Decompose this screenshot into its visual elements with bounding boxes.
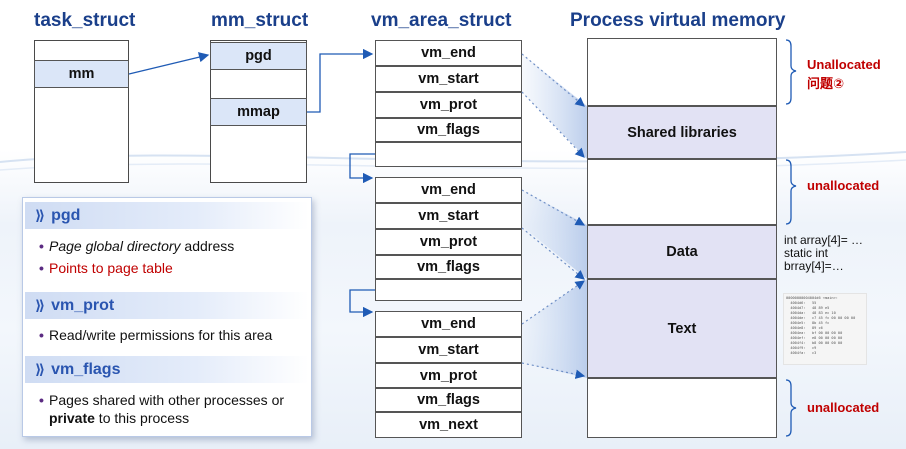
arrow-mm-to-mm-struct [128,52,210,75]
text-segment-disassembly: 00000000004004d6 <main>: 4004d6: 55 4004… [783,293,867,365]
panel-section-vm-flags-title: vm_flags [51,360,121,378]
brace-unallocated-top [785,39,797,105]
vm-prot-bullet-1-text: Read/write permissions for this area [49,327,273,343]
vm-area-1-vm-next [375,142,522,167]
panel-section-vm-flags: ⟫ vm_flags [25,356,309,383]
vm-area-1-vm-prot: vm_prot [375,92,522,118]
mm-struct-mmap-label: mmap [237,104,280,120]
task-struct-mm-label: mm [68,66,95,82]
heading-vm-area-struct: vm_area_struct [371,10,512,31]
bullet-dot-icon: • [39,260,44,276]
bullet-dot-icon: • [39,392,44,408]
memory-unallocated-top [587,38,777,106]
panel-section-vm-prot: ⟫ vm_prot [25,292,309,319]
vm-area-2-vm-start-label: vm_start [418,208,479,224]
mm-struct-mmap-field: mmap [210,98,307,126]
vm-area-1-vm-end: vm_end [375,40,522,66]
vm-flags-bullet-1: • Pages shared with other processes or p… [39,391,285,427]
vm-flags-bullet-1-line1: Pages shared with other processes or [49,392,285,408]
vm-area-2-vm-prot-label: vm_prot [419,234,478,250]
mm-struct-pgd-field: pgd [210,42,307,70]
vm-area-3-vm-end: vm_end [375,311,522,337]
memory-unallocated-mid [587,159,777,225]
vm-area-1-vm-start: vm_start [375,66,522,92]
vm-area-2-vm-next [375,279,522,301]
vm-area-3-vm-end-label: vm_end [421,316,476,332]
heading-task-struct: task_struct [34,10,136,31]
memory-shared-libraries-label: Shared libraries [627,124,737,141]
vm-area-2-vm-flags-label: vm_flags [417,259,480,275]
vm-area-2-vm-start: vm_start [375,203,522,229]
vm-area-3-vm-flags-label: vm_flags [417,392,480,408]
pgd-bullet-1-italic: Page global directory [49,238,181,254]
pgd-bullet-1: • Page global directory address [39,237,235,255]
vm-area-3-vm-start: vm_start [375,337,522,363]
vm-area-2-vm-flags: vm_flags [375,255,522,279]
panel-section-pgd-title: pgd [51,206,81,224]
panel-section-vm-prot-title: vm_prot [51,296,115,314]
chevron-right-icon: ⟫ [35,361,46,377]
annotation-unallocated-top: Unallocated [807,57,881,72]
bullet-dot-icon: • [39,238,44,254]
panel-section-pgd: ⟫ pgd [25,202,309,229]
pgd-bullet-2: • Points to page table [39,259,173,277]
vm-area-2-vm-end: vm_end [375,177,522,203]
vm-flags-bullet-1-bold: private [49,410,95,426]
pgd-bullet-2-text: Points to page table [49,260,173,276]
dotted-edge-shared-top [521,53,585,107]
memory-shared-libraries: Shared libraries [587,106,777,159]
vm-area-3-vm-prot: vm_prot [375,363,522,388]
memory-data-label: Data [666,244,698,260]
vm-area-1-vm-flags: vm_flags [375,118,522,142]
memory-text: Text [587,279,777,378]
mm-struct-pgd-label: pgd [245,48,272,64]
info-panel: ⟫ pgd • Page global directory address • … [22,197,312,437]
chevron-right-icon: ⟫ [35,207,46,223]
memory-text-label: Text [667,320,697,337]
pgd-bullet-1-rest: address [180,238,235,254]
vm-area-1-vm-end-label: vm_end [421,45,476,61]
vm-area-3-vm-next: vm_next [375,412,522,438]
heading-mm-struct: mm_struct [211,10,309,31]
memory-unallocated-bottom [587,378,777,438]
arrow-mmap-to-vm-area-1 [307,48,374,113]
vm-prot-bullet-1: • Read/write permissions for this area [39,326,273,344]
annotation-unallocated-mid: unallocated [807,178,880,193]
vm-area-3-vm-next-label: vm_next [419,417,478,433]
heading-process-memory: Process virtual memory [570,10,786,31]
vm-area-2-vm-prot: vm_prot [375,229,522,255]
vm-area-3-vm-flags: vm_flags [375,388,522,412]
annotation-data-code: int array[4]= … static int brray[4]=… [784,233,864,273]
chevron-right-icon: ⟫ [35,297,46,313]
annotation-question: 问题② [807,76,845,91]
task-struct-mm-field: mm [34,60,129,88]
vm-area-1-vm-flags-label: vm_flags [417,122,480,138]
annotation-unallocated-bottom: unallocated [807,400,880,415]
vm-area-2-vm-end-label: vm_end [421,182,476,198]
vm-area-1-vm-start-label: vm_start [418,71,479,87]
vm-area-3-vm-prot-label: vm_prot [419,367,478,384]
vm-area-1-vm-prot-label: vm_prot [419,97,478,113]
vm-flags-bullet-1-line2: to this process [94,410,190,426]
memory-data: Data [587,225,777,279]
vm-area-3-vm-start-label: vm_start [418,342,479,358]
bullet-dot-icon: • [39,327,44,343]
